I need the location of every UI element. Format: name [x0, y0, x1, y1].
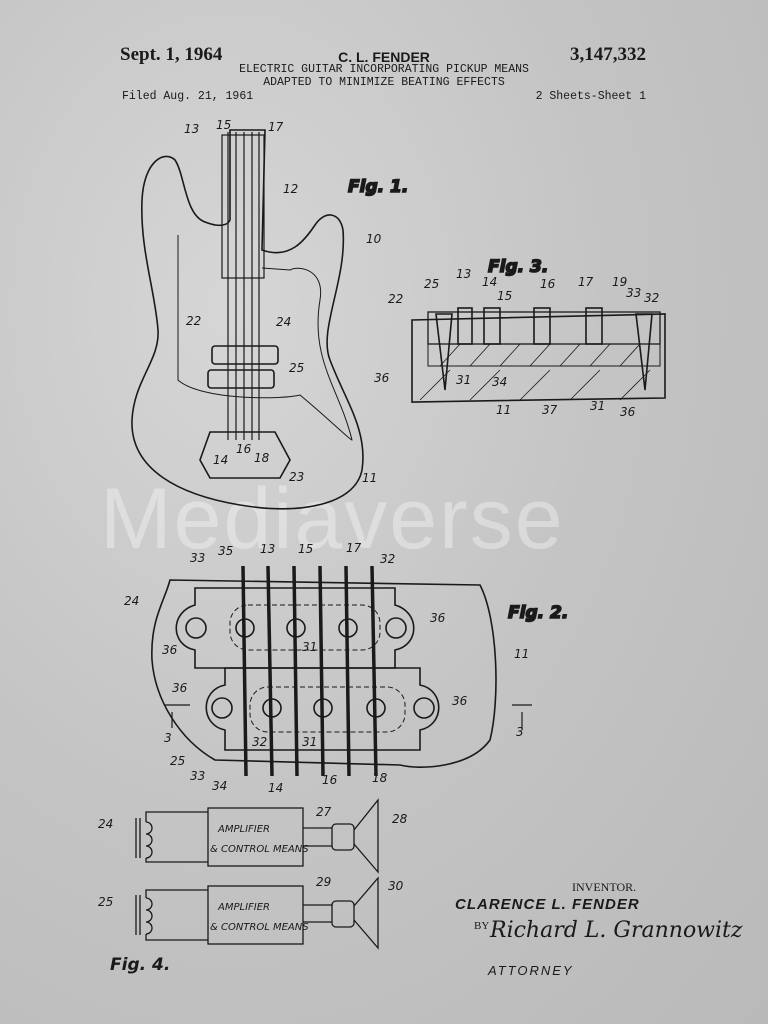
- ref-label: 15: [497, 289, 512, 303]
- by-label: BY: [474, 920, 490, 932]
- ref-label: 34: [212, 779, 227, 793]
- control-means-label: & CONTROL MEANS: [210, 922, 309, 933]
- attorney-label: ATTORNEY: [488, 963, 574, 978]
- ref-label: 33: [190, 551, 205, 565]
- ref-label: 24: [98, 817, 113, 831]
- sheet-count: 2 Sheets-Sheet 1: [535, 90, 646, 103]
- ref-label: 22: [388, 292, 403, 306]
- ref-label: 27: [316, 805, 332, 819]
- ref-label: 3: [516, 725, 524, 739]
- inventor-name: CLARENCE L. FENDER: [455, 896, 640, 913]
- ref-label: 35: [218, 544, 233, 558]
- inventor-header: C. L. FENDER: [338, 49, 430, 65]
- ref-label: 37: [542, 403, 558, 417]
- filed-date: Filed Aug. 21, 1961: [122, 90, 254, 103]
- ref-label: 33: [190, 769, 205, 783]
- ref-label: 36: [162, 643, 178, 657]
- ref-label: 25: [170, 754, 185, 768]
- ref-label: 31: [456, 373, 471, 387]
- ref-label: 16: [322, 773, 338, 787]
- ref-label: 17: [578, 275, 594, 289]
- fig2-label: Fig. 2.: [508, 603, 568, 623]
- ref-label: 24: [124, 594, 139, 608]
- ref-label: 18: [254, 451, 270, 465]
- control-means-label: & CONTROL MEANS: [210, 844, 309, 855]
- ref-label: 36: [430, 611, 446, 625]
- fig4-schematic: [135, 798, 379, 950]
- ref-label: 3: [164, 731, 172, 745]
- ref-label: 36: [374, 371, 390, 385]
- ref-label: 25: [424, 277, 439, 291]
- ref-label: 31: [302, 640, 317, 654]
- ref-label: 32: [380, 552, 395, 566]
- ref-label: 32: [644, 291, 659, 305]
- patent-date: Sept. 1, 1964: [120, 44, 223, 65]
- ref-label: 11: [514, 647, 529, 661]
- title-line-2: ADAPTED TO MINIMIZE BEATING EFFECTS: [263, 76, 505, 89]
- ref-label: 13: [184, 122, 199, 136]
- ref-label: 11: [496, 403, 511, 417]
- ref-label: 34: [492, 375, 507, 389]
- ref-label: 17: [346, 541, 362, 555]
- ref-label: 10: [366, 232, 382, 246]
- ref-label: 12: [283, 182, 298, 196]
- ref-label: 23: [289, 470, 304, 484]
- ref-label: 14: [268, 781, 283, 795]
- ref-label: 36: [172, 681, 188, 695]
- ref-label: 28: [392, 812, 408, 826]
- title-line-1: ELECTRIC GUITAR INCORPORATING PICKUP MEA…: [239, 63, 529, 76]
- ref-label: 33: [626, 286, 641, 300]
- fig3-cross-section: [411, 307, 666, 403]
- inventor-label: INVENTOR.: [572, 880, 637, 894]
- ref-label: 16: [540, 277, 556, 291]
- ref-label: 11: [362, 471, 377, 485]
- ref-label: 36: [452, 694, 468, 708]
- ref-label: 31: [302, 735, 317, 749]
- ref-label: 14: [482, 275, 497, 289]
- ref-label: 24: [276, 315, 291, 329]
- ref-label: 32: [252, 735, 267, 749]
- fig1-label: Fig. 1.: [348, 177, 408, 197]
- amplifier-label: AMPLIFIER: [217, 902, 270, 913]
- amplifier-label: AMPLIFIER: [217, 824, 270, 835]
- fig2-pickups: [151, 565, 532, 777]
- ref-label: 25: [289, 361, 304, 375]
- ref-label: 14: [213, 453, 228, 467]
- ref-label: 22: [186, 314, 201, 328]
- ref-label: 17: [268, 120, 284, 134]
- ref-label: 15: [298, 542, 313, 556]
- ref-label: 19: [612, 275, 627, 289]
- ref-label: 18: [372, 771, 388, 785]
- ref-label: 31: [590, 399, 605, 413]
- ref-label: 30: [388, 879, 404, 893]
- ref-label: 25: [98, 895, 113, 909]
- watermark: Mediaverse: [100, 471, 565, 567]
- fig1-guitar: [131, 129, 364, 510]
- attorney-signature: Richard L. Grannowitz: [490, 918, 743, 943]
- ref-label: 15: [216, 118, 231, 132]
- ref-label: 36: [620, 405, 636, 419]
- ref-label: 29: [316, 875, 331, 889]
- ref-label: 13: [456, 267, 471, 281]
- patent-number: 3,147,332: [570, 44, 646, 65]
- ref-label: 16: [236, 442, 252, 456]
- fig3-label: Fig. 3.: [488, 257, 548, 277]
- ref-label: 13: [260, 542, 275, 556]
- fig4-label: Fig. 4.: [110, 955, 170, 975]
